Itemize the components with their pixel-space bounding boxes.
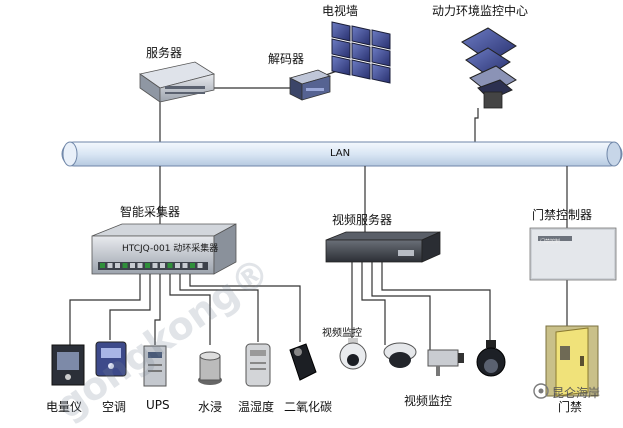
tv-screen bbox=[351, 42, 371, 63]
tv-screen bbox=[351, 25, 371, 46]
collector-port bbox=[115, 263, 120, 268]
collector-port bbox=[197, 263, 203, 268]
collector-port bbox=[152, 263, 158, 268]
decoder-label: 解码器 bbox=[268, 52, 305, 66]
tv-wall-device bbox=[331, 21, 391, 84]
server-device bbox=[139, 61, 215, 103]
power-meter-icon bbox=[51, 344, 85, 386]
tv-screen bbox=[371, 63, 391, 84]
door-device bbox=[545, 325, 599, 397]
lan-label: LAN bbox=[330, 148, 351, 159]
server-label: 服务器 bbox=[146, 46, 183, 60]
collector-port bbox=[137, 263, 143, 268]
collector-port bbox=[122, 263, 128, 268]
collector-port bbox=[167, 263, 173, 268]
tv-screen bbox=[351, 59, 371, 80]
sensor-label: 温湿度 bbox=[238, 400, 275, 414]
smart-collector-label: 智能采集器 bbox=[120, 205, 181, 219]
collector-port bbox=[182, 263, 188, 268]
water-sensor-icon bbox=[198, 351, 222, 385]
decoder-device bbox=[288, 69, 332, 101]
temperature-humidity-icon bbox=[245, 343, 271, 387]
monitoring-center-workstation bbox=[461, 27, 517, 109]
sensor-label: 电量仪 bbox=[46, 400, 83, 414]
collector-port bbox=[145, 263, 150, 268]
collector-port bbox=[130, 263, 135, 268]
video-group-label: 视频监控 bbox=[322, 328, 362, 339]
sensor-label: 空调 bbox=[102, 400, 127, 414]
sensor-label: UPS bbox=[146, 398, 170, 412]
ups-icon bbox=[143, 345, 167, 387]
collector-port bbox=[175, 263, 180, 268]
dome-camera-3-icon bbox=[476, 340, 506, 377]
dome-camera-2-icon bbox=[383, 342, 417, 368]
monitor-center-label: 动力环境监控中心 bbox=[432, 4, 529, 18]
door-label: 门禁 bbox=[558, 400, 583, 414]
tv-screen bbox=[331, 38, 351, 59]
brand-logo-icon bbox=[533, 383, 549, 399]
tv-screen bbox=[371, 46, 391, 67]
sensor-label: 二氧化碳 bbox=[284, 400, 333, 414]
network-diagram: 视频监控 服务器 解码器 电视墙 动力环境监控中心 LAN 智能采集器 HTCJ… bbox=[46, 4, 623, 428]
box-camera-icon bbox=[427, 349, 464, 376]
collector-port bbox=[160, 263, 165, 268]
tv-screen bbox=[371, 29, 391, 50]
brand-badge: 昆仑海岸 bbox=[552, 386, 601, 400]
air-conditioner-icon bbox=[95, 341, 127, 377]
collector-device-text: HTCJQ-001 动环采集器 bbox=[122, 244, 219, 254]
access-panel-text: 门禁控制 bbox=[540, 239, 561, 245]
co2-sensor-icon bbox=[289, 343, 317, 381]
collector-port bbox=[190, 263, 195, 268]
lan-bus bbox=[61, 141, 623, 167]
diagram-canvas bbox=[51, 21, 623, 399]
sensor-label: 水浸 bbox=[198, 400, 223, 414]
tv-screen bbox=[331, 21, 351, 42]
access-controller-label: 门禁控制器 bbox=[532, 208, 593, 222]
smart-collector-device bbox=[91, 223, 237, 275]
access-controller-device bbox=[529, 227, 617, 281]
collector-port bbox=[100, 263, 105, 268]
tv-screen bbox=[331, 55, 351, 76]
bottom-connections bbox=[69, 166, 568, 350]
video-monitoring-label: 视频监控 bbox=[404, 394, 453, 408]
collector-port bbox=[107, 263, 113, 268]
video-server-device bbox=[325, 231, 441, 263]
tv-wall-label: 电视墙 bbox=[322, 4, 359, 18]
dome-camera-1-icon bbox=[339, 338, 367, 370]
video-server-label: 视频服务器 bbox=[332, 213, 393, 227]
